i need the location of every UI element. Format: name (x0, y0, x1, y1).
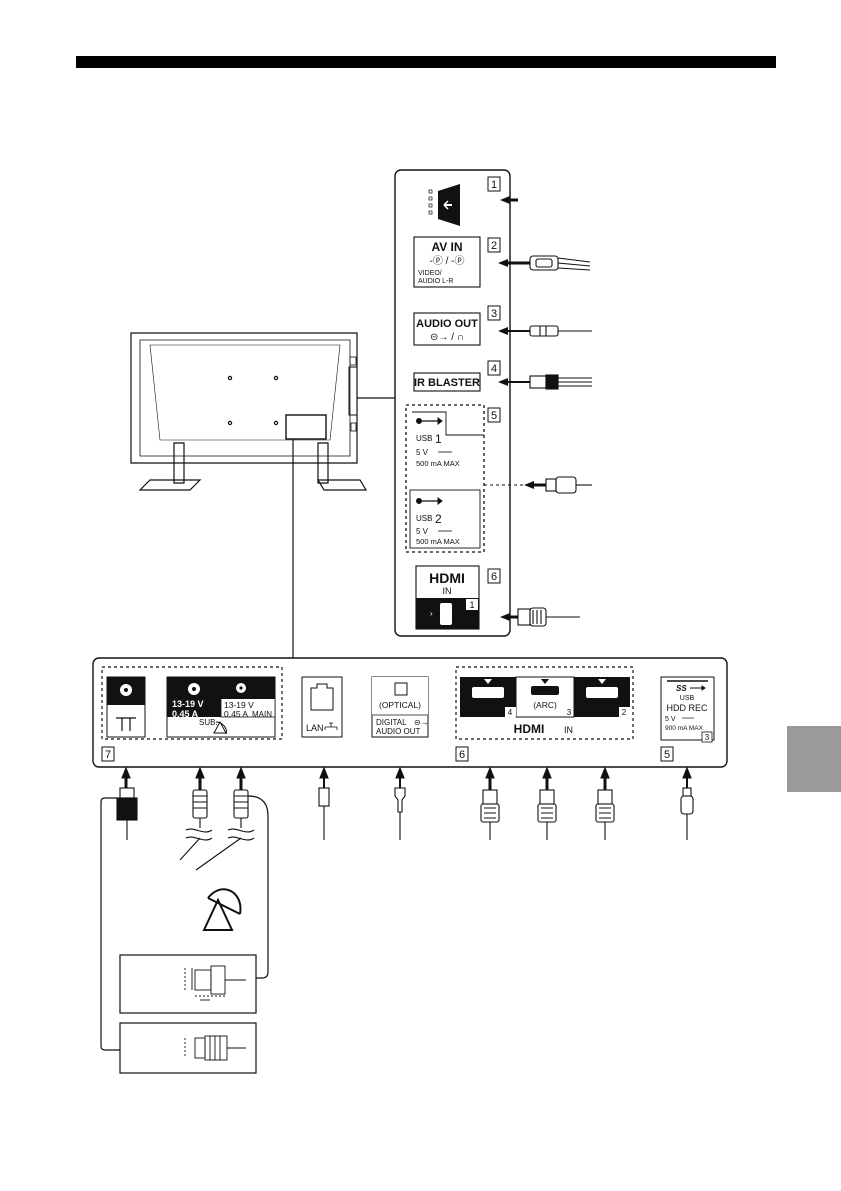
ir-blaster-label: IR BLASTER (414, 377, 480, 389)
usb3-label: USB (680, 695, 695, 702)
optical-label: (OPTICAL) (379, 700, 421, 710)
item-number: 7 (105, 749, 111, 761)
usb1-current: 500 mA MAX (416, 459, 460, 468)
usb2-label: USB (416, 514, 432, 523)
usb3-volt: 5 V (665, 716, 676, 723)
usb3-current: 900 mA MAX (665, 725, 704, 732)
ir-plug-icon (508, 375, 592, 389)
arrow-icon (543, 768, 551, 778)
satellite-dish-icon (204, 889, 240, 930)
arrow-icon (396, 768, 404, 778)
sat-main-label: MAIN (252, 710, 272, 719)
connector-detail-box-1 (120, 955, 256, 1013)
item-number: 5 (491, 410, 497, 422)
superspeed-label: SS (676, 684, 687, 693)
item-number: 5 (664, 749, 670, 761)
hdd-rec-label: HDD REC (666, 703, 708, 713)
connector-detail-box-2 (120, 1023, 256, 1073)
arrow-icon: › (430, 609, 433, 618)
hdmi-plug-icon (510, 608, 580, 626)
arrow-icon (683, 768, 691, 778)
arrow-icon (601, 768, 609, 778)
usb-plug-icon (534, 477, 592, 493)
arrow-icon (196, 768, 204, 778)
arrow-icon (237, 768, 245, 778)
usb1-port: 1 (435, 432, 442, 446)
bottom-cables (117, 768, 693, 870)
audio-out-label: AUDIO OUT (376, 727, 421, 736)
arrow-icon (486, 768, 494, 778)
av-in-glyph: -ⓟ / -ⓟ (430, 255, 465, 267)
av-in-sub2: AUDIO L-R (418, 278, 453, 285)
section-tab (787, 726, 841, 792)
hdmi-in-label: IN (443, 586, 452, 596)
hdmi-port-3: 3 (567, 708, 572, 717)
headphone-plug-icon (508, 326, 592, 336)
sat-voltage: 13-19 V (172, 699, 204, 709)
item-number: 6 (459, 749, 465, 761)
audio-out-glyph: ⊝→ / ∩ (430, 332, 464, 343)
item-number: 6 (491, 571, 497, 583)
arrow-icon (524, 481, 534, 489)
hdmi-logo: HDMI (429, 570, 465, 586)
lan-port[interactable]: LAN (302, 677, 342, 737)
usb3-port-number: 3 (705, 733, 710, 742)
item-number: 4 (491, 363, 497, 375)
hdmi-in-label: IN (564, 725, 573, 735)
item-number: 2 (491, 240, 497, 252)
sat-sub-label: SUB. (199, 718, 218, 727)
hdmi-port-number: 1 (469, 600, 474, 610)
usb2-volt: 5 V (416, 527, 429, 536)
digital-label: DIGITAL (376, 718, 407, 727)
optical-port[interactable]: (OPTICAL) DIGITAL AUDIO OUT ⊝→ (372, 677, 429, 737)
usb2-current: 500 mA MAX (416, 537, 460, 546)
audio-out-label: AUDIO OUT (416, 318, 478, 330)
hdmi-port-2: 2 (622, 708, 627, 717)
av-cable-plug-icon (508, 256, 590, 270)
hdmi-logo: HDMI (514, 722, 545, 736)
lan-label: LAN (306, 723, 324, 733)
item-number: 3 (491, 308, 497, 320)
item-number: 1 (491, 179, 497, 191)
header-bar (76, 56, 776, 68)
sat-main-amp: 0.45 A (224, 709, 248, 719)
tv-rear-illustration (131, 333, 366, 490)
av-in-sub: VIDEO/ (418, 270, 442, 277)
usb1-volt: 5 V (416, 448, 429, 457)
hdmi-arc-label: (ARC) (533, 700, 557, 710)
arrow-icon (122, 768, 130, 778)
arrow-icon (320, 768, 328, 778)
sat-amp: 0.45 A (172, 709, 199, 719)
hdmi-port-4: 4 (508, 708, 513, 717)
av-in-label: AV IN (431, 240, 462, 254)
optical-out-icon: ⊝→ (414, 718, 429, 727)
usb1-label: USB (416, 434, 432, 443)
usb2-port: 2 (435, 512, 442, 526)
